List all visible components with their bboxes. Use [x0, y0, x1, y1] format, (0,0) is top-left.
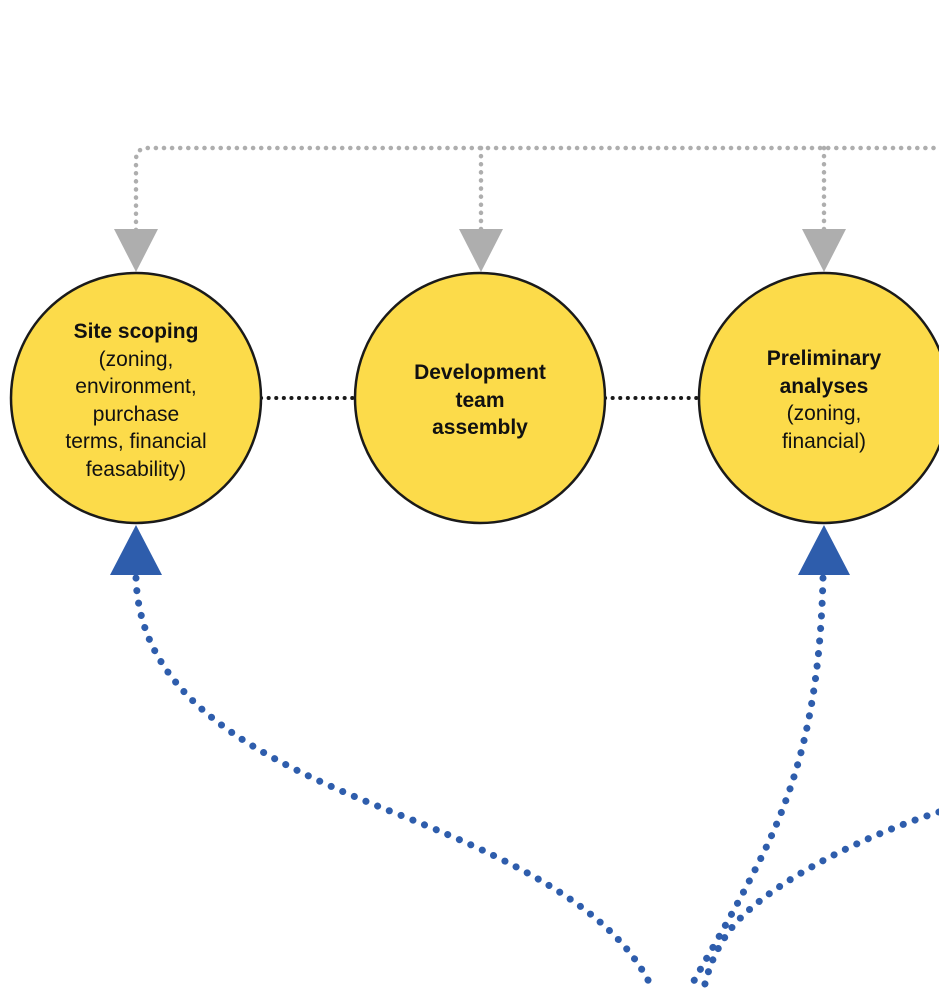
node-preliminary-analyses-title-line: analyses	[779, 374, 869, 398]
feedback-arrowhead-3	[802, 229, 846, 272]
node-development-team-label: Development team assembly	[380, 359, 580, 442]
node-site-scoping-subtitle-line: feasability)	[85, 457, 187, 481]
node-development-team-title-line: assembly	[432, 416, 528, 439]
input-curve-3	[700, 808, 939, 988]
node-site-scoping-title: Site scoping	[73, 320, 199, 343]
node-preliminary-analyses-title-line: Preliminary	[766, 347, 882, 370]
node-preliminary-analyses-subtitle-line: financial)	[781, 429, 867, 453]
node-site-scoping-subtitle-line: purchase	[92, 402, 180, 426]
node-site-scoping-subtitle-line: (zoning,	[98, 347, 174, 371]
node-preliminary-analyses-label: Preliminary analyses (zoning, financial)	[724, 345, 924, 455]
input-arrowhead-1	[110, 525, 162, 575]
feedback-arrowhead-1	[114, 229, 158, 272]
node-site-scoping-subtitle-line: terms, financial	[65, 430, 207, 453]
feedback-arrowhead-2	[459, 229, 503, 272]
node-development-team-title-line: Development	[414, 361, 546, 384]
node-development-team-title-line: team	[455, 388, 505, 412]
node-preliminary-analyses-circle	[697, 271, 939, 525]
input-curve-2	[686, 574, 827, 988]
node-site-scoping-circle	[9, 271, 263, 525]
node-development-team-circle	[353, 271, 607, 525]
node-site-scoping-subtitle-line: environment,	[75, 375, 197, 398]
input-curve-1	[132, 574, 656, 988]
node-site-scoping-label: Site scoping (zoning, environment, purch…	[36, 318, 236, 483]
node-preliminary-analyses-subtitle-line: (zoning,	[786, 402, 862, 425]
input-arrowhead-2	[798, 525, 850, 575]
feedback-bus-line	[133, 145, 939, 233]
